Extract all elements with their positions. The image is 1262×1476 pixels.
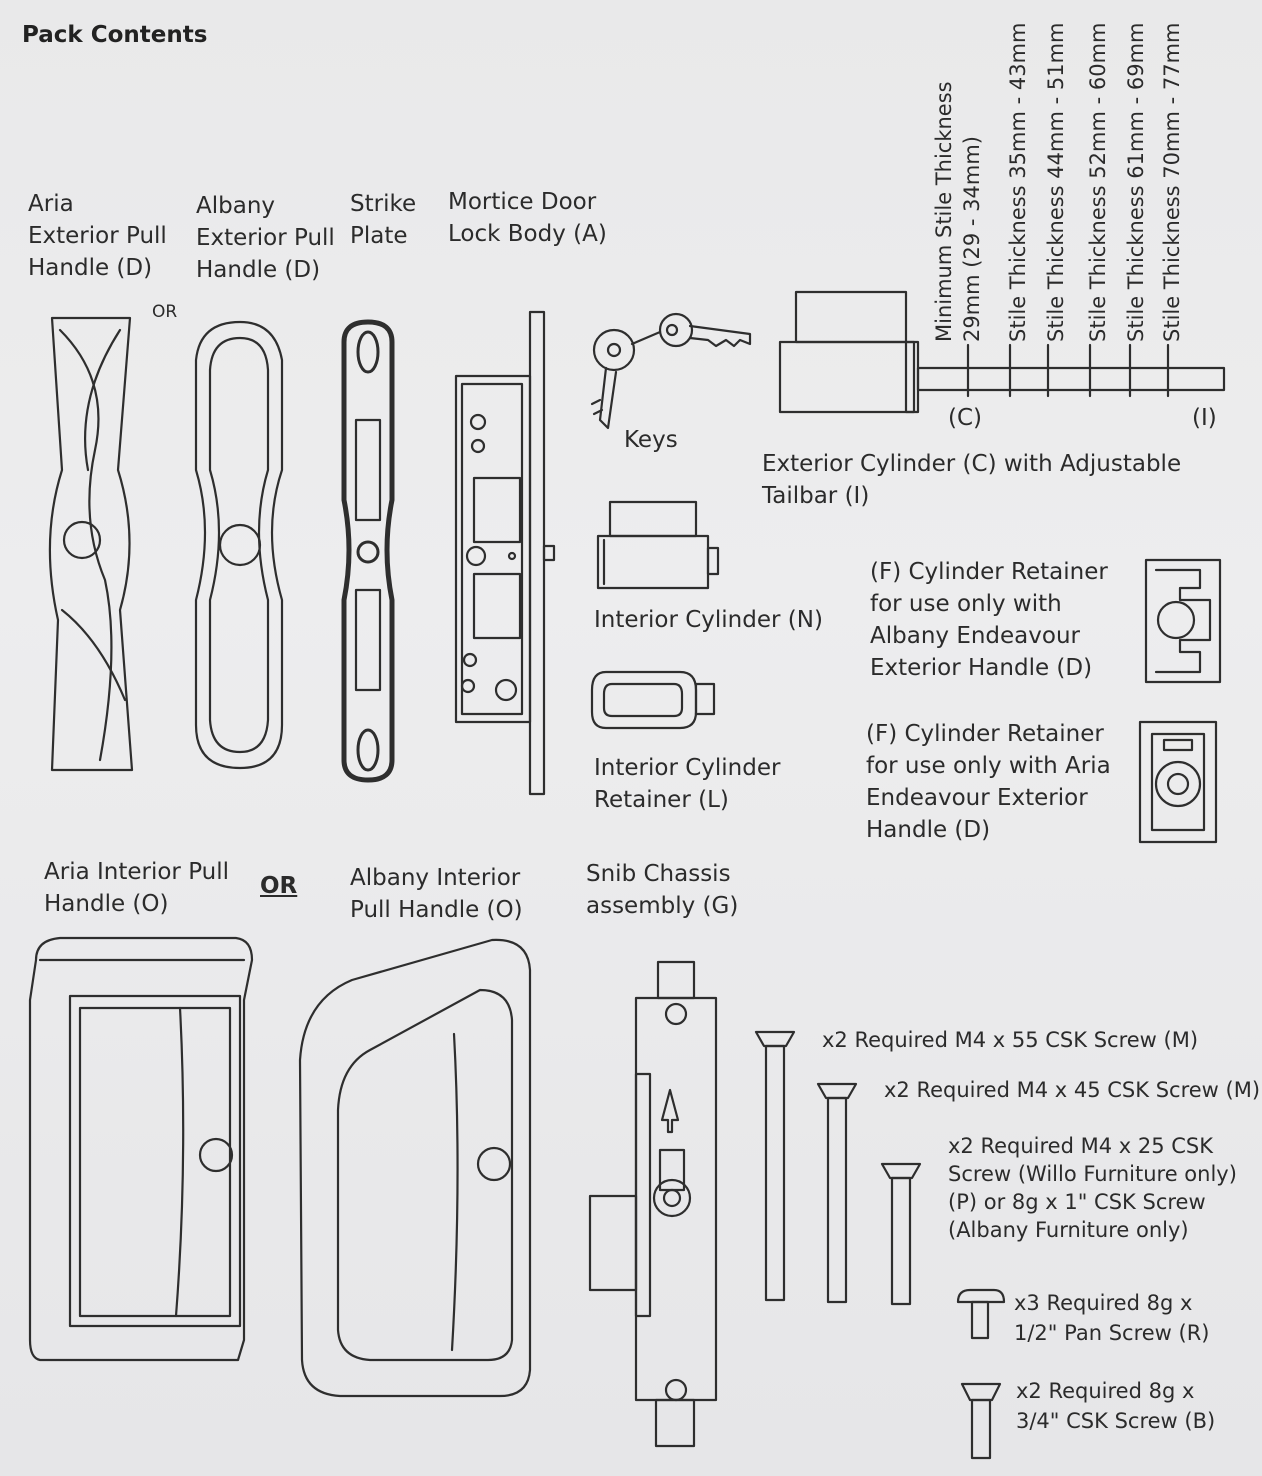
albany-cylinder-retainer-drawing <box>1144 558 1222 684</box>
aria-cylinder-retainer-drawing <box>1138 720 1218 844</box>
screw-m45-label: x2 Required M4 x 45 CSK Screw (M) <box>884 1078 1261 1102</box>
snib-chassis-drawing <box>588 960 718 1448</box>
screw-m45-drawing <box>816 1082 858 1304</box>
keys-label: Keys <box>624 427 678 453</box>
page-title: Pack Contents <box>22 22 208 48</box>
or-label-big: OR <box>260 873 298 899</box>
aria-exterior-handle-drawing <box>48 316 134 772</box>
aria-interior-handle-drawing <box>28 936 254 1362</box>
tailbar-i-marker: (I) <box>1192 405 1217 431</box>
screw-m25-drawing <box>880 1162 922 1306</box>
interior-cylinder-drawing <box>596 500 720 590</box>
stile-35-43-label: Stile Thickness 35mm - 43mm <box>1006 22 1030 343</box>
stile-70-77-label: Stile Thickness 70mm - 77mm <box>1160 22 1184 343</box>
screw-csk-b-drawing <box>960 1382 1002 1460</box>
cylinder-c-marker: (C) <box>948 405 983 431</box>
screw-m55-label: x2 Required M4 x 55 CSK Screw (M) <box>822 1028 1199 1052</box>
stile-44-51-label: Stile Thickness 44mm - 51mm <box>1044 22 1068 343</box>
albany-exterior-handle-drawing <box>194 320 284 770</box>
interior-retainer-drawing <box>590 670 716 730</box>
screw-pan-drawing <box>956 1288 1006 1340</box>
strike-plate-drawing <box>341 319 395 783</box>
mortice-lock-body-drawing <box>454 310 556 796</box>
stile-61-69-label: Stile Thickness 61mm - 69mm <box>1124 22 1148 343</box>
interior-cylinder-label: Interior Cylinder (N) <box>594 607 823 633</box>
keys-drawing <box>590 312 752 430</box>
or-label-small: OR <box>152 302 178 322</box>
screw-m55-drawing <box>754 1030 796 1302</box>
exterior-cylinder-drawing <box>778 290 1226 414</box>
stile-52-60-label: Stile Thickness 52mm - 60mm <box>1086 22 1110 343</box>
albany-interior-handle-drawing <box>298 938 532 1398</box>
